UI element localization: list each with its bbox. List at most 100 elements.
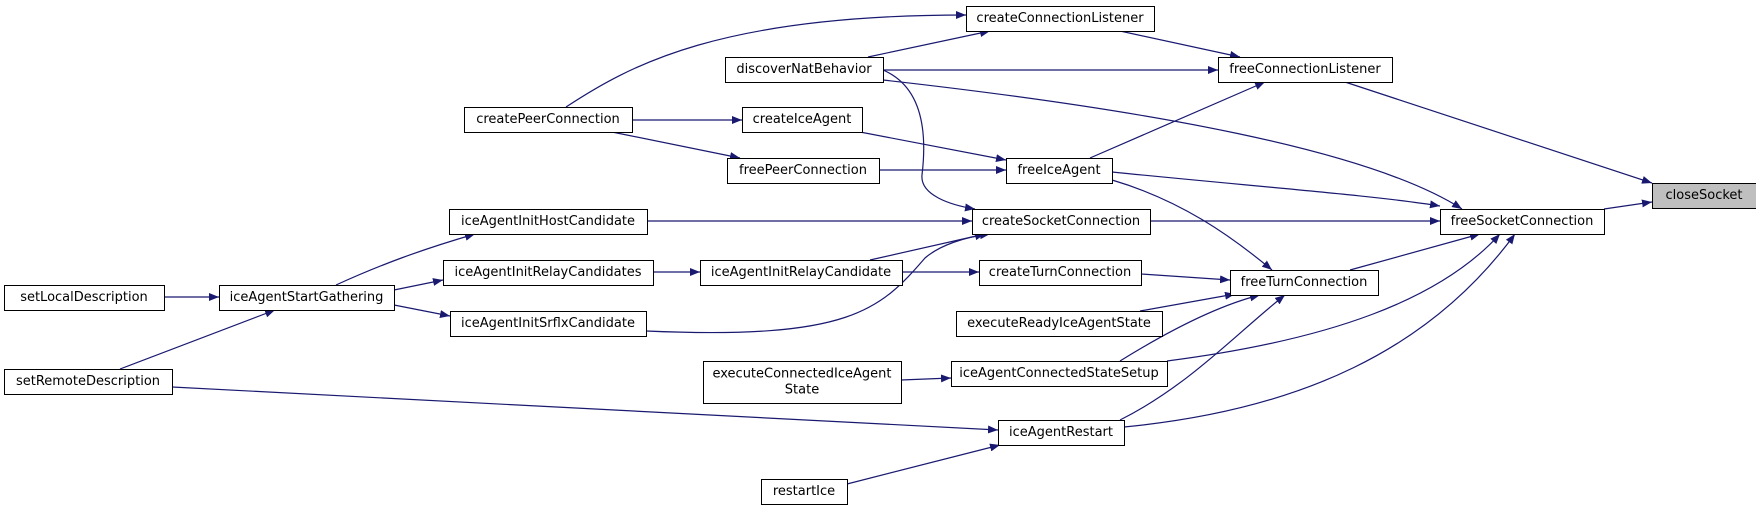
node-box-freeSocketConnection bbox=[1440, 209, 1605, 235]
node-label-restartIce: restartIce bbox=[773, 484, 835, 499]
node-label-iceAgentStartGathering: iceAgentStartGathering bbox=[230, 290, 384, 305]
edge-freeIceAgent-to-freeConnectionListener bbox=[1089, 81, 1266, 159]
node-label-executeConnectedIceAgentState: State bbox=[785, 383, 819, 398]
edge-createIceAgent-to-freeIceAgent bbox=[859, 131, 1007, 163]
edge-iceAgentConnectedStateSetup-to-freeSocketConnection bbox=[1166, 233, 1501, 362]
node-box-freeTurnConnection bbox=[1230, 270, 1379, 296]
node-label-createSocketConnection: createSocketConnection bbox=[982, 214, 1140, 229]
node-freeTurnConnection[interactable]: freeTurnConnection bbox=[1230, 270, 1379, 296]
node-label-iceAgentInitRelayCandidates: iceAgentInitRelayCandidates bbox=[455, 265, 642, 280]
node-box-iceAgentConnectedStateSetup bbox=[951, 361, 1168, 387]
node-restartIce[interactable]: restartIce bbox=[761, 479, 848, 505]
edge-iceAgentStartGathering-to-iceAgentInitRelayCandidates bbox=[393, 278, 444, 291]
node-label-freePeerConnection: freePeerConnection bbox=[739, 163, 867, 178]
node-iceAgentInitHostCandidate[interactable]: iceAgentInitHostCandidate bbox=[449, 209, 648, 235]
node-setRemoteDescription[interactable]: setRemoteDescription bbox=[4, 369, 173, 395]
node-iceAgentInitRelayCandidates[interactable]: iceAgentInitRelayCandidates bbox=[443, 260, 654, 286]
edge-executeReadyIceAgentState-to-freeTurnConnection bbox=[1139, 291, 1236, 312]
edge-freeSocketConnection-to-closeSocket bbox=[1603, 199, 1653, 210]
node-box-iceAgentInitRelayCandidate bbox=[700, 260, 903, 286]
edges-layer bbox=[119, 11, 1653, 485]
node-box-freeIceAgent bbox=[1006, 158, 1113, 184]
node-box-freePeerConnection bbox=[727, 158, 880, 184]
node-label-executeReadyIceAgentState: executeReadyIceAgentState bbox=[967, 316, 1151, 331]
node-freeIceAgent[interactable]: freeIceAgent bbox=[1006, 158, 1113, 184]
node-box-iceAgentInitHostCandidate bbox=[449, 209, 648, 235]
edge-freeConnectionListener-to-closeSocket bbox=[1344, 81, 1653, 184]
edge-setRemoteDescription-to-iceAgentStartGathering bbox=[119, 309, 276, 370]
node-freeSocketConnection[interactable]: freeSocketConnection bbox=[1440, 209, 1605, 235]
node-iceAgentRestart[interactable]: iceAgentRestart bbox=[998, 420, 1125, 446]
node-box-createTurnConnection bbox=[979, 260, 1142, 286]
node-freeConnectionListener[interactable]: freeConnectionListener bbox=[1218, 57, 1393, 83]
edge-createPeerConnection-to-freePeerConnection bbox=[611, 131, 741, 160]
edge-discoverNatBehavior-to-createSocketConnection bbox=[882, 69, 976, 212]
node-label-freeSocketConnection: freeSocketConnection bbox=[1451, 214, 1594, 229]
edge-discoverNatBehavior-to-createConnectionListener bbox=[867, 29, 991, 58]
node-box-createConnectionListener bbox=[966, 6, 1155, 32]
node-executeReadyIceAgentState[interactable]: executeReadyIceAgentState bbox=[956, 311, 1163, 337]
node-label-iceAgentInitSrflxCandidate: iceAgentInitSrflxCandidate bbox=[461, 316, 635, 331]
node-createSocketConnection[interactable]: createSocketConnection bbox=[972, 209, 1151, 235]
edge-createPeerConnection-to-createConnectionListener bbox=[565, 11, 967, 108]
edge-iceAgentStartGathering-to-iceAgentInitHostCandidate bbox=[335, 232, 476, 286]
node-box-restartIce bbox=[761, 479, 848, 505]
node-box-iceAgentRestart bbox=[998, 420, 1125, 446]
node-label-iceAgentRestart: iceAgentRestart bbox=[1009, 425, 1113, 440]
node-discoverNatBehavior[interactable]: discoverNatBehavior bbox=[725, 57, 884, 83]
node-box-setLocalDescription bbox=[4, 285, 165, 311]
node-label-createPeerConnection: createPeerConnection bbox=[476, 112, 620, 127]
edge-iceAgentStartGathering-to-iceAgentInitSrflxCandidate bbox=[393, 304, 451, 318]
node-label-createTurnConnection: createTurnConnection bbox=[989, 265, 1131, 280]
node-box-createPeerConnection bbox=[464, 107, 633, 133]
node-label-setRemoteDescription: setRemoteDescription bbox=[16, 374, 160, 389]
node-box-executeReadyIceAgentState bbox=[956, 311, 1163, 337]
node-label-setLocalDescription: setLocalDescription bbox=[20, 290, 148, 305]
node-iceAgentInitSrflxCandidate[interactable]: iceAgentInitSrflxCandidate bbox=[450, 311, 647, 337]
node-label-iceAgentConnectedStateSetup: iceAgentConnectedStateSetup bbox=[959, 366, 1159, 381]
node-box-iceAgentInitRelayCandidates bbox=[443, 260, 654, 286]
node-box-discoverNatBehavior bbox=[725, 57, 884, 83]
node-label-iceAgentInitRelayCandidate: iceAgentInitRelayCandidate bbox=[711, 265, 891, 280]
node-createPeerConnection[interactable]: createPeerConnection bbox=[464, 107, 633, 133]
node-label-executeConnectedIceAgentState: executeConnectedIceAgent bbox=[712, 367, 891, 382]
node-createIceAgent[interactable]: createIceAgent bbox=[742, 107, 863, 133]
node-box-setRemoteDescription bbox=[4, 369, 173, 395]
node-label-closeSocket: closeSocket bbox=[1666, 188, 1743, 203]
edge-createTurnConnection-to-freeTurnConnection bbox=[1140, 273, 1231, 284]
node-iceAgentInitRelayCandidate[interactable]: iceAgentInitRelayCandidate bbox=[700, 260, 903, 286]
nodes-layer: closeSocket freeSocketConnection freeConne… bbox=[4, 6, 1756, 505]
node-box-iceAgentStartGathering bbox=[219, 285, 395, 311]
edge-executeConnectedIceAgentState-to-iceAgentConnectedStateSetup bbox=[900, 374, 952, 383]
node-label-iceAgentInitHostCandidate: iceAgentInitHostCandidate bbox=[461, 214, 635, 229]
node-label-discoverNatBehavior: discoverNatBehavior bbox=[736, 62, 872, 77]
node-createConnectionListener[interactable]: createConnectionListener bbox=[966, 6, 1155, 32]
node-label-freeTurnConnection: freeTurnConnection bbox=[1241, 275, 1368, 290]
node-setLocalDescription[interactable]: setLocalDescription bbox=[4, 285, 165, 311]
node-box-createSocketConnection bbox=[972, 209, 1151, 235]
node-iceAgentConnectedStateSetup[interactable]: iceAgentConnectedStateSetup bbox=[951, 361, 1168, 387]
edge-createConnectionListener-to-freeConnectionListener bbox=[1119, 30, 1241, 59]
edge-iceAgentRestart-to-freeTurnConnection bbox=[1119, 294, 1286, 421]
node-label-createConnectionListener: createConnectionListener bbox=[976, 11, 1144, 26]
node-box-freeConnectionListener bbox=[1218, 57, 1393, 83]
edge-freeIceAgent-to-freeSocketConnection bbox=[1111, 171, 1441, 209]
node-freePeerConnection[interactable]: freePeerConnection bbox=[727, 158, 880, 184]
edge-freeIceAgent-to-freeTurnConnection bbox=[1111, 179, 1273, 271]
node-closeSocket[interactable]: closeSocket bbox=[1652, 183, 1756, 209]
node-createTurnConnection[interactable]: createTurnConnection bbox=[979, 260, 1142, 286]
edge-iceAgentConnectedStateSetup-to-freeTurnConnection bbox=[1119, 293, 1261, 362]
edge-setRemoteDescription-to-iceAgentRestart bbox=[171, 386, 999, 434]
node-box-createIceAgent bbox=[742, 107, 863, 133]
node-iceAgentStartGathering[interactable]: iceAgentStartGathering bbox=[219, 285, 395, 311]
node-label-createIceAgent: createIceAgent bbox=[753, 112, 852, 127]
node-label-freeConnectionListener: freeConnectionListener bbox=[1229, 62, 1381, 77]
edge-iceAgentRestart-to-freeSocketConnection bbox=[1123, 233, 1516, 428]
edge-discoverNatBehavior-to-freeSocketConnection bbox=[882, 79, 1463, 210]
edge-freeTurnConnection-to-freeSocketConnection bbox=[1349, 232, 1481, 271]
node-box-iceAgentInitSrflxCandidate bbox=[450, 311, 647, 337]
edge-restartIce-to-iceAgentRestart bbox=[846, 443, 1001, 485]
node-label-freeIceAgent: freeIceAgent bbox=[1017, 163, 1100, 178]
